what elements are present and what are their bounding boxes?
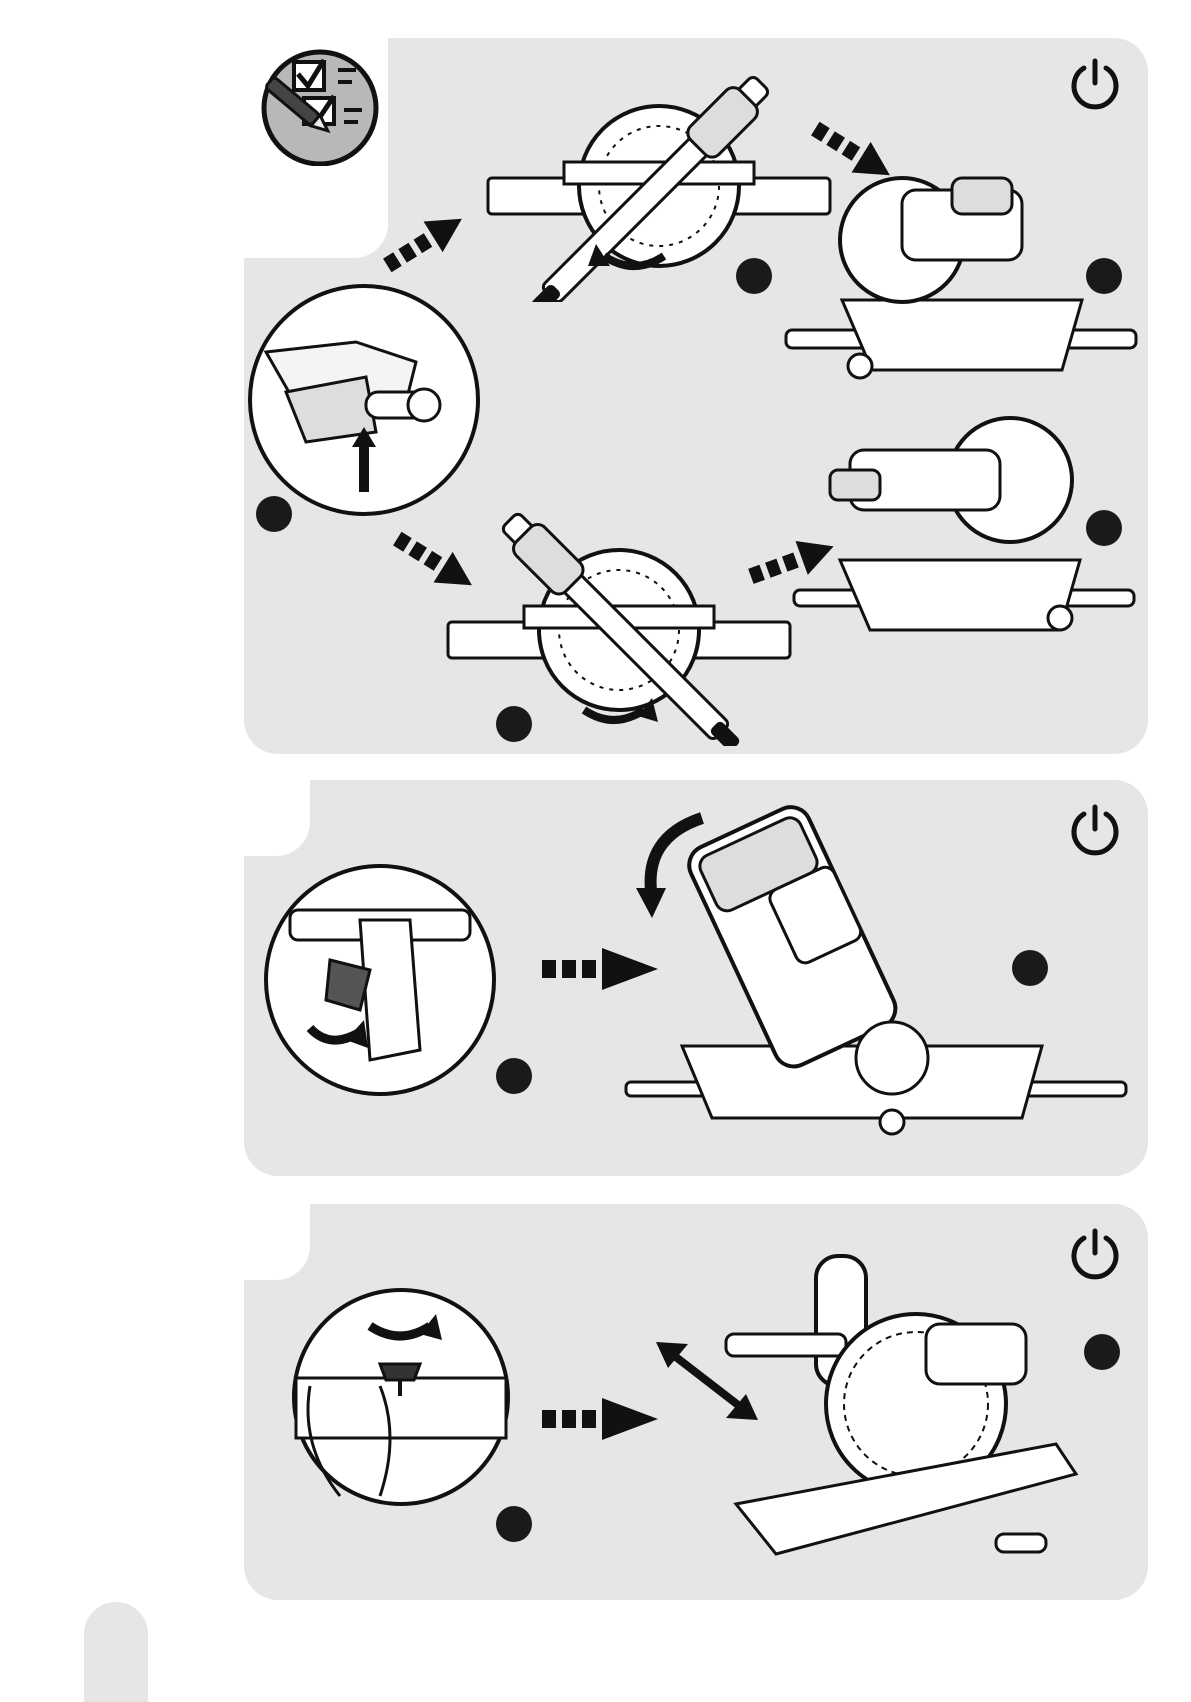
step-marker	[1086, 258, 1122, 294]
step-marker	[1012, 950, 1048, 986]
step-marker	[1084, 1334, 1120, 1370]
bevel-lock-detail	[260, 860, 500, 1100]
miter-saw-slide-view	[716, 1254, 1096, 1574]
miter-lock-detail	[246, 282, 482, 518]
step-marker	[496, 1506, 532, 1542]
miter-saw-bevel-view	[622, 798, 1132, 1144]
step-marker	[496, 706, 532, 742]
slide-lock-detail	[290, 1286, 512, 1508]
panel-3-notch	[230, 1194, 310, 1280]
miter-saw-top-view-right	[444, 510, 794, 746]
step-marker	[1086, 510, 1122, 546]
page-number-tab	[84, 1602, 148, 1702]
step-marker	[496, 1058, 532, 1094]
step-marker	[256, 496, 292, 532]
checklist-pencil-icon	[238, 46, 388, 166]
step-marker	[736, 258, 772, 294]
dashed-arrow-icon	[540, 1394, 660, 1444]
power-off-icon	[1068, 56, 1122, 110]
dashed-arrow-icon	[378, 200, 478, 280]
panel-2-notch	[230, 770, 310, 856]
